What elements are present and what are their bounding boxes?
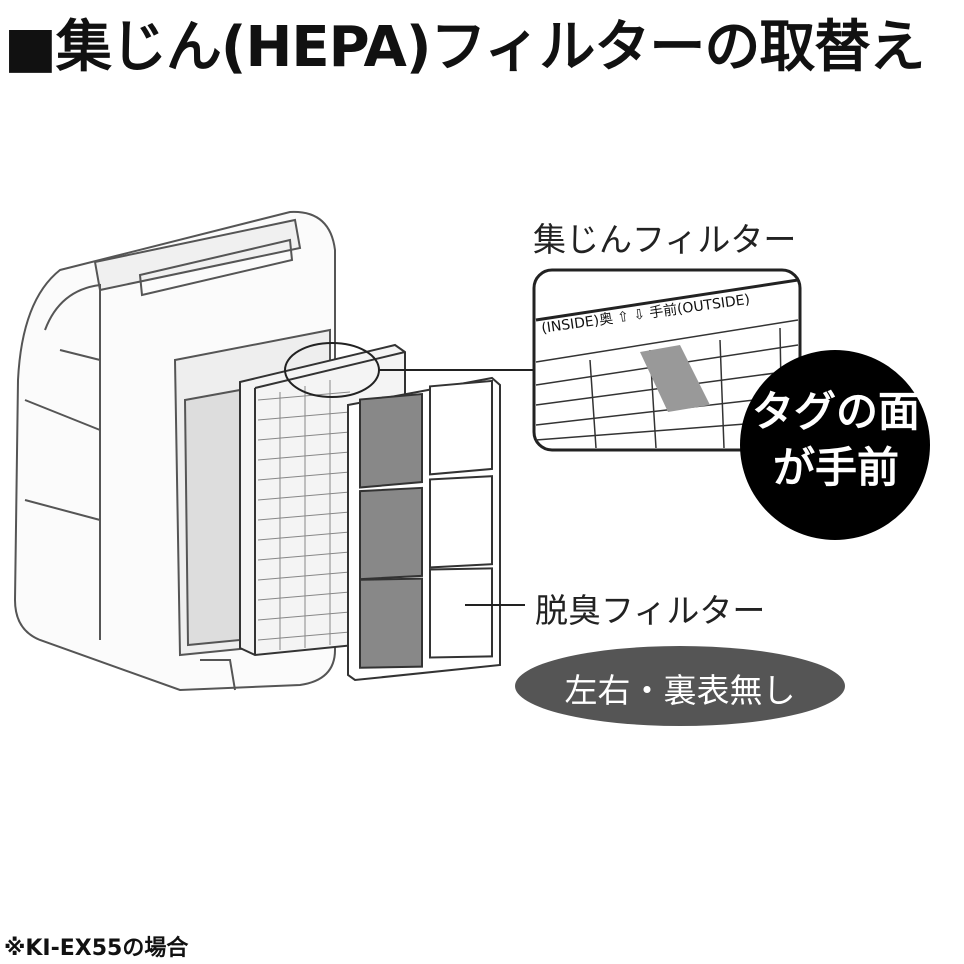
badge-line1: タグの面	[751, 387, 920, 436]
hepa-filter-label: 集じんフィルター	[533, 220, 797, 259]
tag-front-badge	[740, 350, 930, 540]
footnote: ※KI-EX55の場合	[4, 936, 189, 961]
up-arrow-icon: ⇧ ⇩	[616, 306, 647, 327]
deodorizing-filter-label: 脱臭フィルター	[535, 591, 766, 630]
page-title: ■集じん(HEPA)フィルターの取替え	[4, 15, 925, 80]
deodorizing-filter-drawing	[347, 376, 501, 682]
note-oval-text: 左右・裏表無し	[564, 671, 796, 710]
badge-line2: が手前	[772, 443, 899, 492]
note-oval	[515, 646, 845, 726]
